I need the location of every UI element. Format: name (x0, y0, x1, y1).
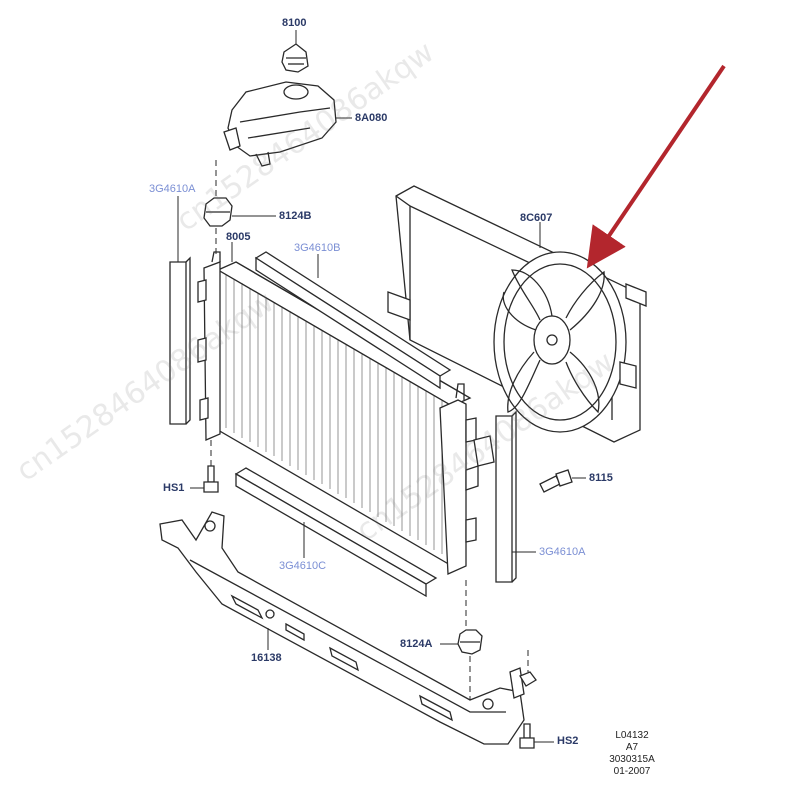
cooling-fan-assembly (387, 185, 647, 443)
callout-3G4610C: 3G4610C (279, 560, 327, 572)
lower-foam-seal (234, 467, 438, 598)
drawing-ref-line-3: 3030315A (609, 754, 655, 765)
callout-8C607: 8C607 (520, 212, 553, 224)
upper-rubber-mount (203, 197, 233, 227)
callout-8124B: 8124B (279, 210, 312, 222)
upper-foam-seal (254, 251, 452, 390)
lower-rubber-mount (457, 629, 483, 655)
callout-8115: 8115 (589, 472, 613, 484)
expansion-tank-cap (281, 43, 309, 73)
drawing-ref-line-2: A7 (625, 742, 639, 753)
drawing-ref-line-1: L04132 (615, 730, 649, 741)
callout-8A080: 8A080 (355, 112, 388, 124)
callout-3G4610B: 3G4610B (294, 242, 341, 254)
callout-HS1: HS1 (163, 482, 185, 494)
callout-3G4610A-left: 3G4610A (149, 183, 196, 195)
bolt-hs1 (203, 465, 219, 493)
left-foam-seal (169, 256, 191, 425)
callout-8100: 8100 (282, 17, 307, 29)
right-foam-seal (495, 410, 517, 583)
callout-8124A: 8124A (400, 638, 433, 650)
red-pointer-arrow (586, 64, 726, 269)
drawing-ref-line-4: 01-2007 (613, 766, 651, 777)
right-bracket-stud (519, 671, 537, 687)
expansion-tank (223, 81, 337, 167)
callout-8005: 8005 (226, 231, 251, 243)
coolant-temp-sensor (539, 469, 573, 493)
callout-HS2: HS2 (557, 735, 579, 747)
drawing-reference-block: L04132 A7 3030315A 01-2007 (606, 730, 658, 778)
radiator (197, 251, 495, 575)
bolt-hs2 (519, 723, 535, 749)
callout-16138: 16138 (251, 652, 282, 664)
callout-3G4610A-right: 3G4610A (539, 546, 586, 558)
